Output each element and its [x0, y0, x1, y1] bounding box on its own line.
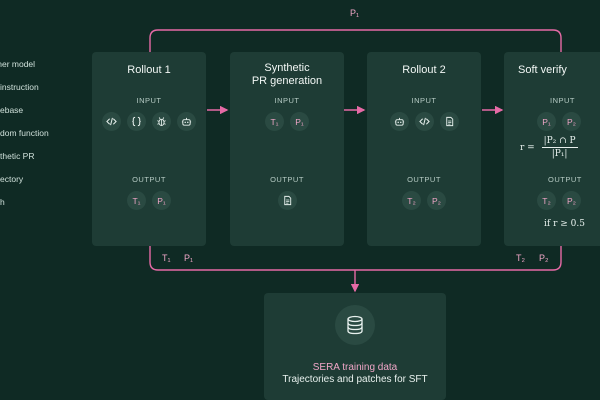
legend-item: thetic PR	[0, 151, 35, 161]
formula-denominator: |P₁|	[551, 149, 568, 159]
formula-numerator: |P₂ ∩ P	[541, 136, 578, 148]
code-icon	[414, 112, 434, 131]
braces-icon	[127, 112, 146, 131]
bottom-connector	[149, 246, 562, 271]
bug-icon	[152, 112, 171, 131]
output-label: OUTPUT	[407, 175, 441, 184]
panel-title: Rollout 2	[402, 64, 446, 76]
input-token: P₁	[537, 112, 556, 131]
legend-item: h	[0, 197, 5, 207]
edge-label-right-p2: P₂	[539, 253, 549, 263]
legend: cher model instruction ebase dom functio…	[0, 58, 49, 219]
input-token: P₂	[562, 112, 581, 131]
input-label: INPUT	[550, 96, 575, 105]
edge-label-left-t1: T₁	[162, 253, 171, 263]
legend-item: dom function	[0, 128, 49, 138]
output-subtitle: Trajectories and patches for SFT	[282, 374, 428, 385]
panel-title: Soft verify	[518, 64, 567, 76]
reward-formula: r = |P₂ ∩ P |P₁|	[520, 136, 578, 159]
rollout-2-panel: Rollout 2 INPUT OUTPUT T₂ P₂	[367, 52, 481, 246]
legend-item: instruction	[0, 82, 39, 92]
rollout-1-panel: Rollout 1 INPUT OUTPUT T₁ P₁	[92, 52, 206, 246]
input-label: INPUT	[411, 96, 437, 105]
output-label: OUTPUT	[548, 175, 582, 184]
edge-label-left-p1: P₁	[184, 253, 194, 263]
robot-icon	[177, 112, 196, 131]
input-label: INPUT	[274, 96, 300, 105]
input-token: P₁	[290, 112, 309, 131]
output-token: P₁	[152, 191, 171, 210]
threshold-condition: if r ≥ 0.5	[544, 219, 585, 229]
top-connector	[149, 29, 562, 52]
output-token: T₁	[127, 191, 146, 210]
robot-icon	[389, 112, 409, 131]
panel-title-line: Synthetic	[264, 62, 310, 74]
legend-item: ectory	[0, 174, 24, 184]
synthetic-pr-panel: Synthetic PR generation INPUT T₁ P₁ OUTP…	[230, 52, 344, 246]
output-token: T₂	[537, 191, 556, 210]
input-token: T₁	[265, 112, 284, 131]
panel-title: Rollout 1	[127, 64, 171, 76]
output-label: OUTPUT	[270, 175, 304, 184]
top-edge-label: P₁	[350, 8, 360, 18]
code-icon	[102, 112, 121, 131]
sera-training-data-box: SERA training data Trajectories and patc…	[264, 293, 446, 400]
legend-item: cher model	[0, 59, 36, 69]
panel-title: Synthetic PR generation	[230, 62, 344, 88]
input-label: INPUT	[136, 96, 162, 105]
panel-title-line: PR generation	[251, 75, 323, 87]
formula-r: r =	[520, 143, 535, 153]
document-icon	[277, 191, 297, 210]
soft-verify-panel: Soft verify INPUT P₁ P₂ r = |P₂ ∩ P |P₁|…	[504, 52, 600, 246]
edge-label-right-t2: T₂	[516, 253, 525, 263]
output-token: T₂	[402, 191, 421, 210]
database-icon	[335, 305, 375, 345]
output-label: OUTPUT	[132, 175, 166, 184]
document-icon	[439, 112, 459, 131]
output-token: P₂	[562, 191, 581, 210]
legend-item: ebase	[0, 105, 24, 115]
output-token: P₂	[427, 191, 446, 210]
output-title: SERA training data	[312, 362, 398, 373]
